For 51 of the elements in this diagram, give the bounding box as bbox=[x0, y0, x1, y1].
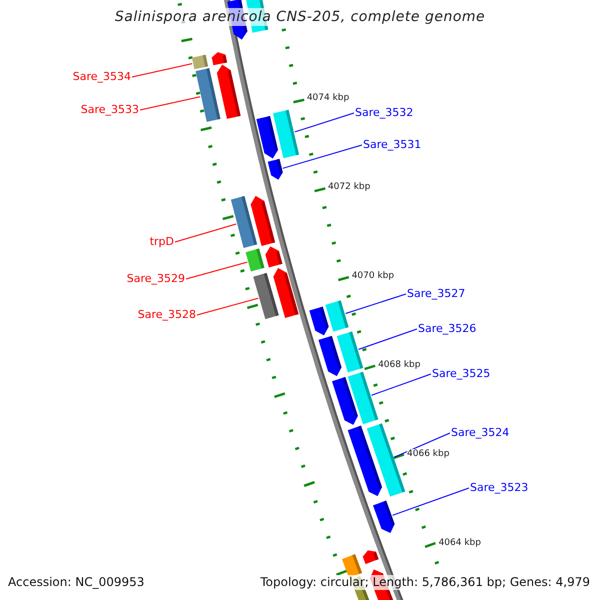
leader-line bbox=[132, 63, 193, 78]
leader-line bbox=[186, 262, 248, 280]
gene-label: Sare_3534 bbox=[72, 70, 131, 84]
gene-label: trpD bbox=[150, 235, 174, 249]
gene-feature bbox=[268, 158, 283, 180]
gene-label: Sare_3525 bbox=[432, 367, 490, 381]
gene-label: Sare_3532 bbox=[355, 106, 414, 120]
scale-label: 4070 kbp bbox=[352, 271, 394, 282]
gene-feature bbox=[332, 377, 358, 425]
gene-feature bbox=[192, 54, 208, 70]
gene-feature bbox=[253, 272, 279, 320]
gene-feature bbox=[273, 268, 299, 318]
scale-label: 4072 kbp bbox=[328, 182, 370, 193]
scale-label: 4066 kbp bbox=[407, 449, 450, 460]
leader-line bbox=[392, 488, 470, 516]
leader-line bbox=[358, 328, 418, 350]
gene-feature bbox=[265, 246, 282, 268]
gene-label: Sare_3524 bbox=[451, 426, 510, 440]
leader-line bbox=[196, 298, 259, 316]
gene-feature bbox=[216, 64, 241, 119]
gene-feature bbox=[362, 550, 379, 564]
gene-feature bbox=[318, 336, 342, 376]
gene-feature bbox=[309, 306, 329, 336]
leader-line bbox=[345, 294, 406, 314]
leader-line bbox=[394, 432, 450, 458]
gene-feature bbox=[325, 300, 349, 332]
gene-label: Sare_3527 bbox=[407, 287, 466, 301]
scale-label: 4074 kbp bbox=[306, 93, 350, 104]
scale-label: 4068 kbp bbox=[378, 360, 420, 371]
leader-line bbox=[282, 144, 362, 169]
gene-label: Sare_3531 bbox=[363, 138, 422, 152]
leader-line bbox=[371, 374, 432, 396]
scale-label: 4064 kbp bbox=[438, 538, 481, 549]
gene-label: Sare_3526 bbox=[418, 322, 476, 336]
gene-feature bbox=[212, 52, 228, 66]
gene-label: Sare_3528 bbox=[138, 308, 196, 322]
leader-line bbox=[174, 224, 237, 242]
leader-line bbox=[140, 96, 201, 110]
gene-feature bbox=[256, 116, 278, 158]
gene-label: Sare_3529 bbox=[126, 272, 185, 286]
gene-label: Sare_3523 bbox=[470, 481, 528, 495]
gene-label: Sare_3533 bbox=[80, 103, 139, 117]
leader-line bbox=[294, 112, 354, 132]
gene-feature bbox=[348, 426, 382, 496]
footer-text: Accession: NC_009953 bbox=[8, 575, 144, 590]
gene-feature bbox=[250, 196, 276, 246]
gene-feature bbox=[196, 68, 220, 122]
gene-feature bbox=[373, 500, 395, 534]
footer-text: Topology: circular; Length: 5,786,361 bp; Genes: 4,979 bbox=[260, 575, 590, 590]
gene-feature bbox=[246, 248, 264, 272]
gene-feature bbox=[336, 332, 364, 372]
